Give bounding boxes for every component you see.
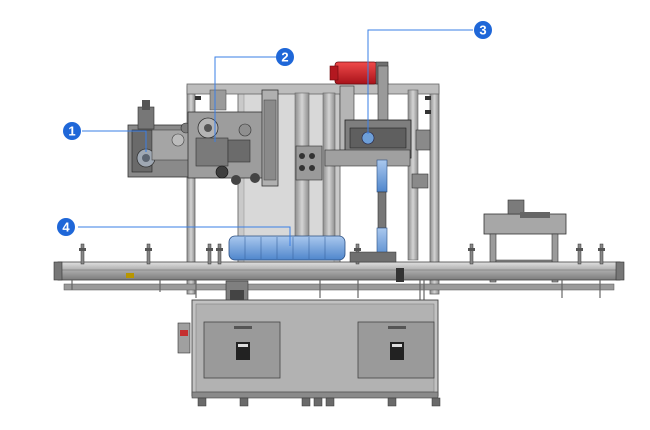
leader-1 [82,130,147,152]
conveyor [53,243,625,300]
leader-4 [78,226,291,246]
callout-1: 1 [63,122,81,140]
callout-2: 2 [276,48,294,66]
left-labeling-head [127,100,193,178]
callout-2-label: 2 [281,50,288,65]
callout-leaders [78,29,473,246]
leader-3 [367,29,473,134]
leader-2 [214,56,276,142]
bottle-row [228,235,397,263]
base-cabinet [191,299,439,399]
capping-head [295,61,431,261]
callout-3: 3 [474,21,492,39]
callout-4-label: 4 [62,220,70,235]
callout-3-label: 3 [479,23,486,38]
red-motor [334,61,378,85]
center-labeling-module [187,89,279,187]
callout-1-label: 1 [68,124,75,139]
machine-feet [197,397,441,407]
callout-4: 4 [57,218,75,236]
